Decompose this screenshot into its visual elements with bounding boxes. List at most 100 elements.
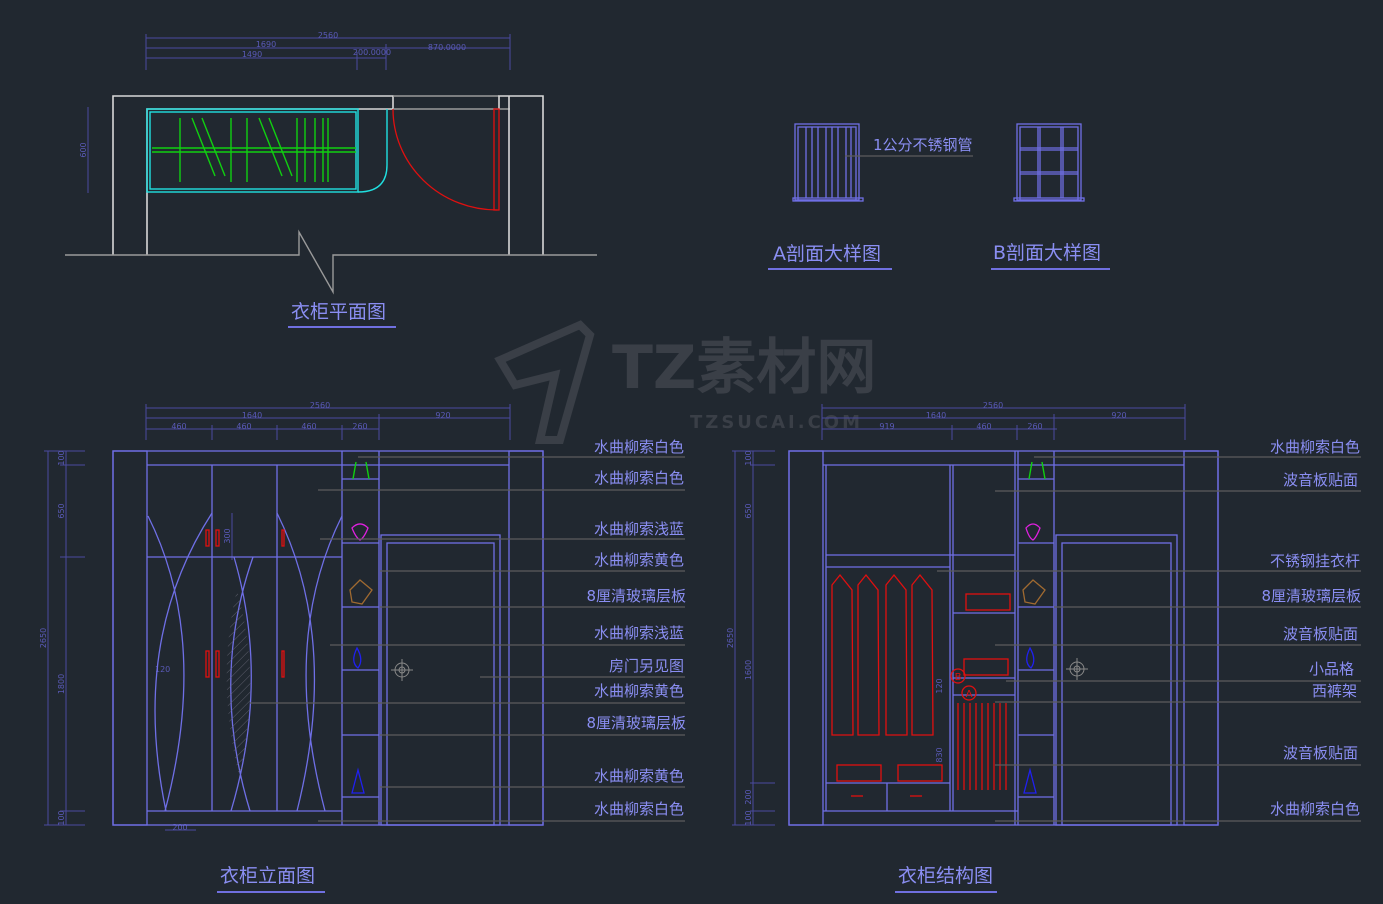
dim-total: 2560	[983, 401, 1003, 410]
callout-label: 波音板贴面	[1283, 471, 1358, 489]
callout-label: 小品格	[1309, 660, 1354, 678]
wall-left	[112, 450, 148, 826]
callout-label: 水曲柳索白色	[594, 438, 684, 456]
dim-wardrobe-plus: 1690	[256, 40, 276, 49]
structure-view: 2560 1640 920 919 460 260 2650 100 650 1…	[726, 401, 1361, 893]
dim-upper: 650	[744, 503, 753, 518]
marker-b: B	[955, 672, 962, 683]
dim-shelf: 260	[352, 422, 367, 431]
plan-door	[392, 108, 500, 211]
break-line	[65, 229, 597, 295]
ornament-icon	[352, 461, 370, 480]
dim-wardrobe: 1640	[926, 411, 946, 420]
plan-title: 衣柜平面图	[291, 301, 386, 323]
dim-door: 920	[1111, 411, 1126, 420]
callout-label: 水曲柳索浅蓝	[594, 520, 684, 538]
section-a-title: A剖面大样图	[773, 243, 881, 265]
callout-label: 8厘清玻璃层板	[586, 714, 686, 732]
dim-middle: 460	[976, 422, 991, 431]
dim-hanging: 919	[879, 422, 894, 431]
dim-door: 870.0000	[428, 43, 466, 52]
display-shelves	[342, 478, 379, 798]
elevation-view: 2560 1640 920 460 460 460 260 2650 100 6…	[39, 401, 686, 893]
callout-label: 水曲柳索白色	[1270, 438, 1360, 456]
room-door[interactable]	[380, 534, 501, 826]
dim-upper: 650	[57, 503, 66, 518]
glass-inset	[226, 590, 251, 780]
vase-icon	[1025, 523, 1041, 541]
callout-label: 水曲柳索浅蓝	[594, 624, 684, 642]
penguin-figure-icon	[351, 767, 365, 794]
dim-wardrobe: 1490	[242, 50, 262, 59]
callout-label: 波音板贴面	[1283, 625, 1358, 643]
wardrobe-doors	[147, 451, 509, 825]
section-a-note: 1公分不锈钢管	[873, 136, 973, 154]
marker-a: A	[966, 689, 973, 700]
dim-gap: 120	[155, 665, 170, 674]
watermark-brand: TZ素材网	[612, 333, 876, 403]
callout-label: 水曲柳索黄色	[594, 682, 684, 700]
door-handles	[205, 529, 285, 678]
callout-label: 水曲柳索黄色	[594, 767, 684, 785]
sculpture-icon	[349, 579, 373, 605]
dim-top: 100	[57, 450, 66, 465]
dim-panel: 460	[236, 422, 251, 431]
dim-panel: 460	[301, 422, 316, 431]
dim-shelf: 260	[1027, 422, 1042, 431]
section-markers[interactable]: B A	[950, 668, 977, 701]
dim-hanging-height: 1600	[744, 660, 753, 680]
folded-clothes	[836, 593, 1011, 797]
dim-wardrobe: 1640	[242, 411, 262, 420]
dim-gap: 200.0000	[353, 48, 391, 57]
dim-height: 2650	[39, 628, 48, 648]
structure-title: 衣柜结构图	[898, 865, 993, 887]
wall-right	[508, 450, 544, 826]
plan-wardrobe	[146, 108, 388, 193]
wall-right	[1183, 450, 1219, 826]
section-a-detail: 1公分不锈钢管 A剖面大样图	[768, 123, 973, 270]
small-vase-icon	[1026, 646, 1035, 669]
dim-base: 100	[57, 810, 66, 825]
elevation-dimensions: 2560 1640 920 460 460 460 260 2650 100 6…	[39, 401, 511, 832]
callout-label: 房门另见图	[609, 657, 684, 675]
plan-view: 2560 1690 870.0000 1490 200.0000 600 衣柜平…	[65, 31, 597, 328]
hanging-jackets	[831, 573, 934, 736]
door-knob-icon	[1066, 658, 1088, 680]
plan-dimensions: 2560 1690 870.0000 1490 200.0000 600	[79, 31, 511, 193]
dim-lower: 1800	[57, 674, 66, 694]
elevation-title: 衣柜立面图	[220, 865, 315, 887]
callout-label: 不锈钢挂衣杆	[1270, 552, 1360, 570]
dim-top: 100	[744, 450, 753, 465]
room-door[interactable]	[1055, 534, 1178, 826]
small-vase-icon	[353, 646, 362, 669]
dim-height: 2650	[726, 628, 735, 648]
section-b-detail: B剖面大样图	[991, 123, 1110, 270]
dim-trouser: 830	[935, 747, 944, 762]
dim-base: 100	[744, 810, 753, 825]
dim-depth: 600	[79, 142, 88, 157]
ornament-icon	[1028, 461, 1046, 480]
watermark: TZ素材网 TZSUCAI.COM	[494, 320, 876, 444]
dim-total: 2560	[310, 401, 330, 410]
dim-total: 2560	[318, 31, 338, 40]
trouser-rack	[957, 703, 1007, 790]
structure-callouts: 水曲柳索白色 波音板贴面 不锈钢挂衣杆 8厘清玻璃层板 波音板贴面 小品格 西裤…	[937, 438, 1361, 822]
dim-panel: 460	[171, 422, 186, 431]
callout-label: 8厘清玻璃层板	[586, 587, 686, 605]
callout-label: 水曲柳索白色	[594, 469, 684, 487]
dim-drawer: 200	[744, 789, 753, 804]
hanging-clothes-plan	[179, 117, 329, 182]
sculpture-icon	[1022, 579, 1046, 605]
callout-label: 水曲柳索白色	[1270, 800, 1360, 818]
wall-left	[788, 450, 824, 826]
elevation-callouts: 水曲柳索白色 水曲柳索白色 水曲柳索浅蓝 水曲柳索黄色 8厘清玻璃层板 水曲柳索…	[250, 438, 686, 822]
vase-icon	[351, 523, 369, 541]
door-knob-icon	[391, 659, 413, 681]
callout-label: 波音板贴面	[1283, 744, 1358, 762]
dim-door: 920	[435, 411, 450, 420]
dim-gap: 120	[935, 678, 944, 693]
callout-label: 水曲柳索白色	[594, 800, 684, 818]
section-b-title: B剖面大样图	[993, 242, 1101, 264]
watermark-logo-icon	[494, 320, 595, 444]
